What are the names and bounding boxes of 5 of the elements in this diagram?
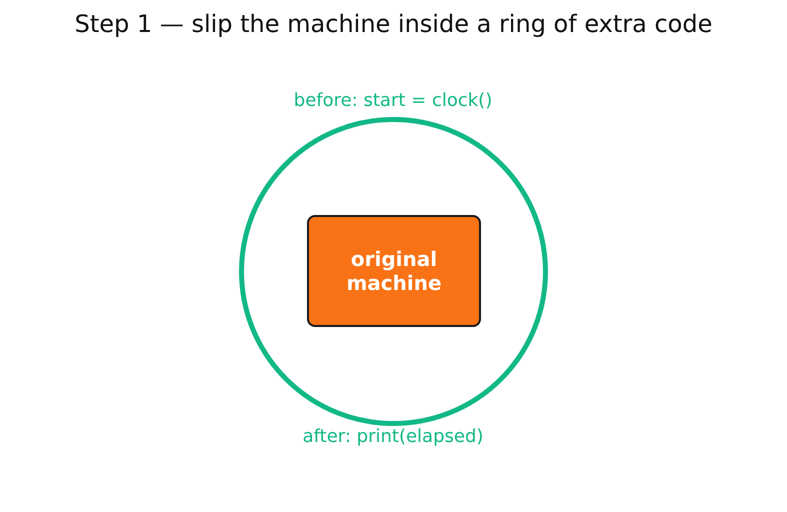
- diagram-title: Step 1 — slip the machine inside a ring of extra code: [74, 10, 714, 38]
- code-label: after: print(elapsed): [302, 426, 484, 447]
- process-box: [307, 215, 481, 327]
- box-label: original machine: [345, 247, 443, 295]
- code-label: before: start = clock(): [294, 90, 492, 111]
